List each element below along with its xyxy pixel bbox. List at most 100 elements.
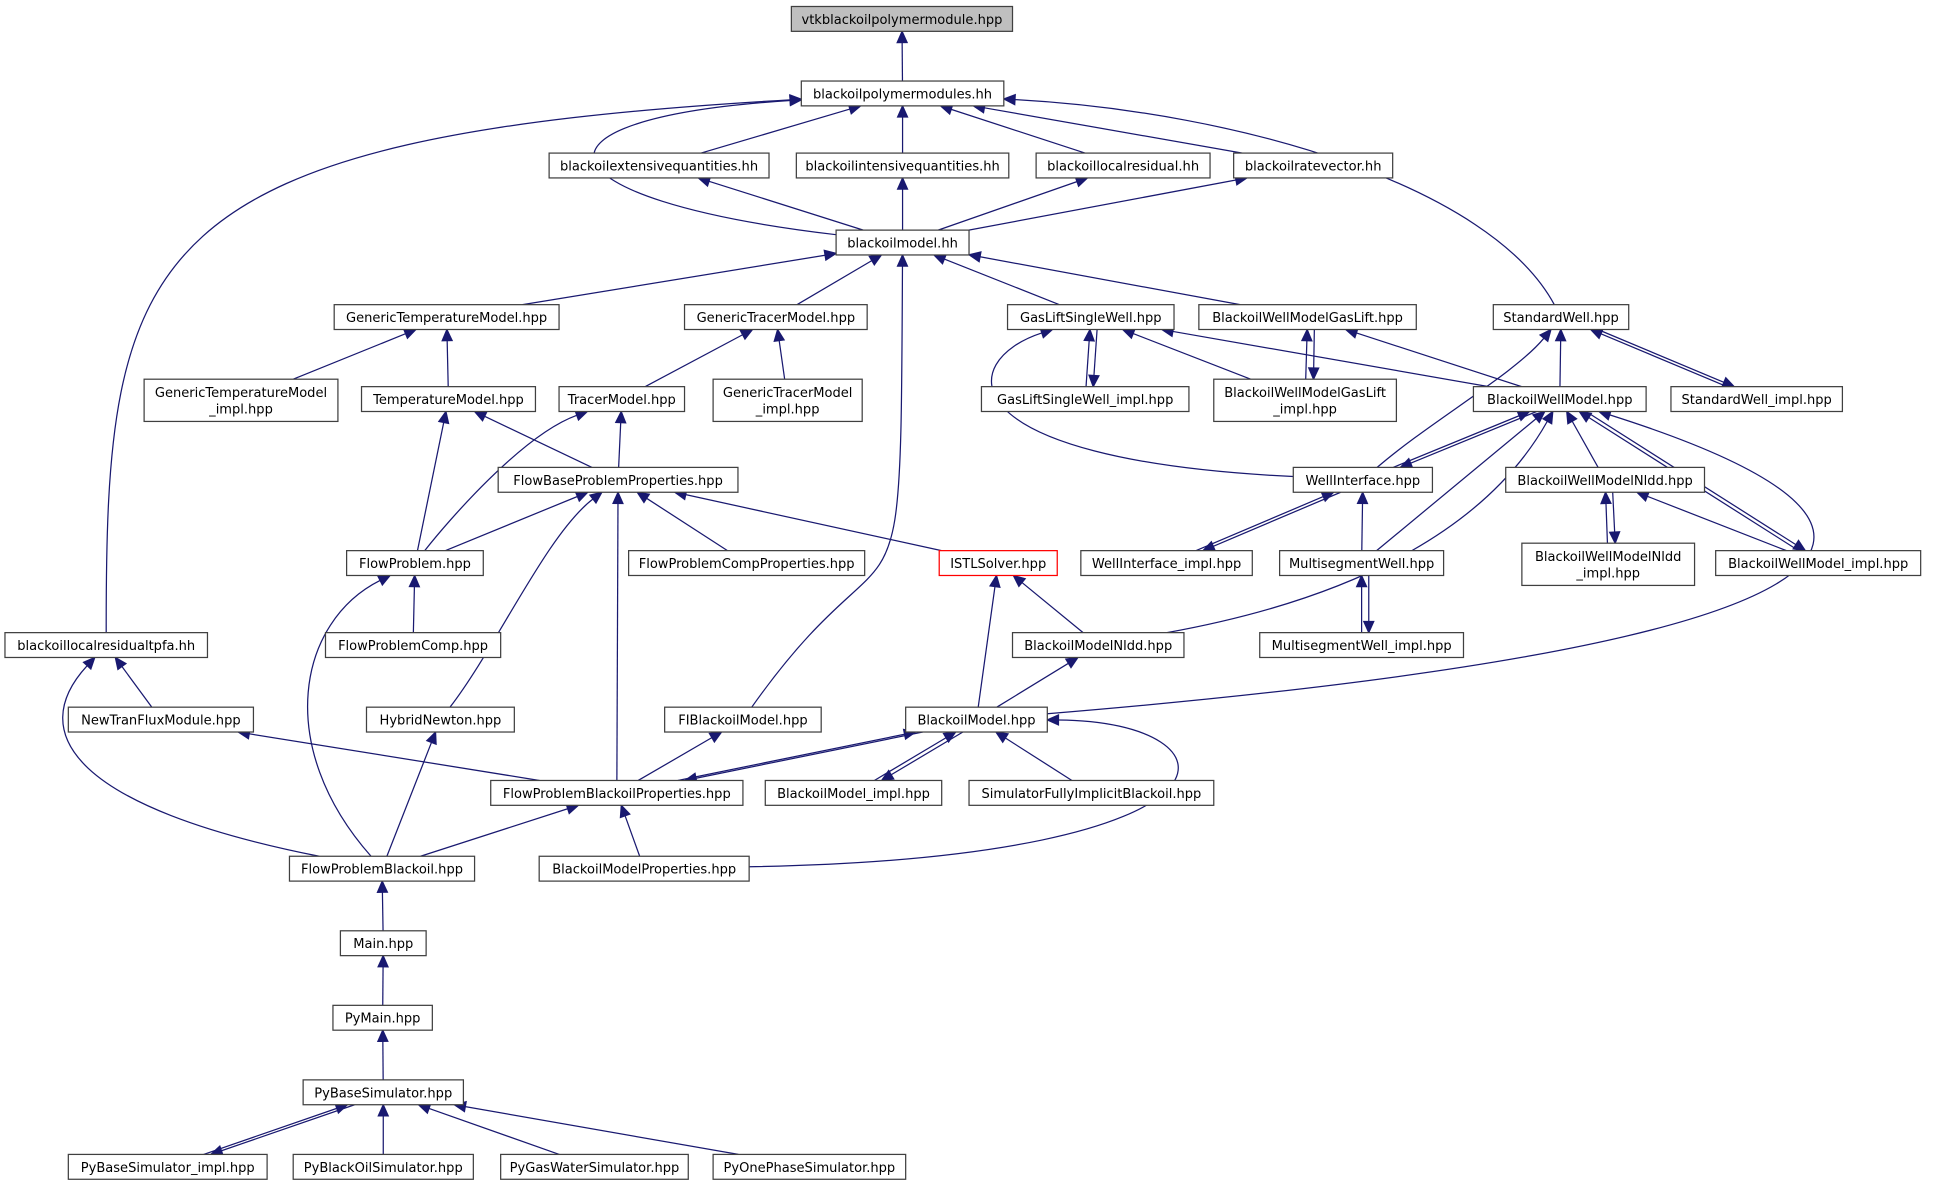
graph-node-fpbp[interactable]: FlowProblemBlackoilProperties.hpp — [490, 779, 744, 806]
node-box[interactable] — [835, 229, 970, 256]
graph-node-bwmi[interactable]: BlackoilWellModel_impl.hpp — [1715, 550, 1922, 577]
graph-node-ntf[interactable]: NewTranFluxModule.hpp — [67, 706, 255, 733]
node-box[interactable] — [1213, 378, 1398, 423]
graph-node-bpm[interactable]: blackoilpolymermodules.hh — [800, 80, 1005, 107]
node-box[interactable] — [332, 1004, 433, 1031]
graph-node-glsw[interactable]: GasLiftSingleWell.hpp — [1006, 304, 1175, 331]
graph-node-fp[interactable]: FlowProblem.hpp — [345, 550, 484, 577]
node-box[interactable] — [4, 632, 209, 659]
graph-node-bmi[interactable]: BlackoilModel_impl.hpp — [764, 779, 943, 806]
graph-node-pybsi[interactable]: PyBaseSimulator_impl.hpp — [67, 1153, 268, 1180]
node-box[interactable] — [800, 80, 1005, 107]
node-box[interactable] — [1259, 632, 1465, 659]
node-box[interactable] — [1006, 304, 1175, 331]
graph-node-fpb[interactable]: FlowProblemBlackoil.hpp — [288, 855, 476, 882]
graph-node-fibm[interactable]: FIBlackoilModel.hpp — [664, 706, 822, 733]
graph-node-glswi[interactable]: GasLiftSingleWell_impl.hpp — [980, 386, 1190, 413]
node-box[interactable] — [1035, 152, 1211, 179]
graph-node-fpcp[interactable]: FlowProblemCompProperties.hpp — [628, 550, 866, 577]
graph-node-mswi[interactable]: MultisegmentWell_impl.hpp — [1259, 632, 1465, 659]
graph-node-gtm[interactable]: GenericTemperatureModel.hpp — [333, 304, 560, 331]
graph-node-gtmi[interactable]: GenericTemperatureModel_impl.hpp — [143, 378, 339, 423]
graph-node-trm[interactable]: TracerModel.hpp — [558, 386, 686, 413]
node-box[interactable] — [683, 304, 868, 331]
graph-node-pygw[interactable]: PyGasWaterSimulator.hpp — [500, 1153, 689, 1180]
node-box[interactable] — [538, 855, 750, 882]
node-box[interactable] — [1292, 466, 1434, 493]
node-box[interactable] — [795, 152, 1010, 179]
node-box[interactable] — [628, 550, 866, 577]
graph-node-bwmgli[interactable]: BlackoilWellModelGasLift_impl.hpp — [1213, 378, 1398, 423]
node-box[interactable] — [938, 550, 1058, 577]
graph-node-gtr[interactable]: GenericTracerModel.hpp — [683, 304, 868, 331]
node-box[interactable] — [490, 779, 744, 806]
graph-node-fpc[interactable]: FlowProblemComp.hpp — [324, 632, 502, 659]
graph-node-blrt[interactable]: blackoillocalresidualtpfa.hh — [4, 632, 209, 659]
graph-node-pybo[interactable]: PyBlackOilSimulator.hpp — [292, 1153, 474, 1180]
graph-node-pyop[interactable]: PyOnePhaseSimulator.hpp — [712, 1153, 907, 1180]
node-label: BlackoilWellModelNldd.hpp — [1517, 474, 1692, 489]
graph-node-fbpp[interactable]: FlowBaseProblemProperties.hpp — [497, 466, 739, 493]
node-box[interactable] — [1492, 304, 1630, 331]
node-box[interactable] — [558, 386, 686, 413]
node-box[interactable] — [67, 706, 255, 733]
graph-node-main[interactable]: Main.hpp — [339, 930, 427, 957]
node-box[interactable] — [360, 386, 537, 413]
node-box[interactable] — [500, 1153, 689, 1180]
node-box[interactable] — [712, 378, 863, 423]
node-box[interactable] — [292, 1153, 474, 1180]
graph-node-msw[interactable]: MultisegmentWell.hpp — [1278, 550, 1445, 577]
node-box[interactable] — [345, 550, 484, 577]
node-box[interactable] — [1715, 550, 1922, 577]
graph-node-sw[interactable]: StandardWell.hpp — [1492, 304, 1630, 331]
node-box[interactable] — [288, 855, 476, 882]
graph-node-gtri[interactable]: GenericTracerModel_impl.hpp — [712, 378, 863, 423]
node-box[interactable] — [143, 378, 339, 423]
node-box[interactable] — [1233, 152, 1394, 179]
graph-node-bm[interactable]: blackoilmodel.hh — [835, 229, 970, 256]
node-box[interactable] — [333, 304, 560, 331]
graph-node-wii[interactable]: WellInterface_impl.hpp — [1080, 550, 1253, 577]
graph-node-bmn[interactable]: BlackoilModelNldd.hpp — [1011, 632, 1185, 659]
node-box[interactable] — [1505, 466, 1706, 493]
node-box[interactable] — [1670, 386, 1844, 413]
node-box[interactable] — [712, 1153, 907, 1180]
graph-node-pymain[interactable]: PyMain.hpp — [332, 1004, 433, 1031]
graph-node-istl[interactable]: ISTLSolver.hpp — [938, 550, 1058, 577]
node-label: WellInterface.hpp — [1306, 474, 1421, 489]
node-box[interactable] — [365, 706, 515, 733]
graph-node-bwmn[interactable]: BlackoilWellModelNldd.hpp — [1505, 466, 1706, 493]
graph-node-pybs[interactable]: PyBaseSimulator.hpp — [302, 1079, 465, 1106]
graph-node-blr[interactable]: blackoillocalresidual.hh — [1035, 152, 1211, 179]
graph-node-wi[interactable]: WellInterface.hpp — [1292, 466, 1434, 493]
graph-node-bwmgl[interactable]: BlackoilWellModelGasLift.hpp — [1198, 304, 1417, 331]
graph-node-swi[interactable]: StandardWell_impl.hpp — [1670, 386, 1844, 413]
node-box[interactable] — [764, 779, 943, 806]
graph-node-bext[interactable]: blackoilextensivequantities.hh — [548, 152, 770, 179]
graph-node-bmp[interactable]: BlackoilModelProperties.hpp — [538, 855, 750, 882]
node-box[interactable] — [664, 706, 822, 733]
node-box[interactable] — [1011, 632, 1185, 659]
graph-node-brv[interactable]: blackoilratevector.hh — [1233, 152, 1394, 179]
graph-node-tm[interactable]: TemperatureModel.hpp — [360, 386, 537, 413]
node-box[interactable] — [1521, 542, 1696, 587]
node-box[interactable] — [1472, 386, 1647, 413]
node-box[interactable] — [497, 466, 739, 493]
node-box[interactable] — [548, 152, 770, 179]
node-box[interactable] — [67, 1153, 268, 1180]
graph-node-bint[interactable]: blackoilintensivequantities.hh — [795, 152, 1010, 179]
graph-node-sfib[interactable]: SimulatorFullyImplicitBlackoil.hpp — [968, 779, 1215, 806]
graph-node-bmodel[interactable]: BlackoilModel.hpp — [905, 706, 1048, 733]
node-box[interactable] — [968, 779, 1215, 806]
node-box[interactable] — [324, 632, 502, 659]
node-box[interactable] — [302, 1079, 465, 1106]
node-box[interactable] — [1198, 304, 1417, 331]
node-box[interactable] — [980, 386, 1190, 413]
graph-node-bwmni[interactable]: BlackoilWellModelNldd_impl.hpp — [1521, 542, 1696, 587]
node-box[interactable] — [339, 930, 427, 957]
graph-node-hn[interactable]: HybridNewton.hpp — [365, 706, 515, 733]
node-box[interactable] — [905, 706, 1048, 733]
node-box[interactable] — [1080, 550, 1253, 577]
graph-node-bwm[interactable]: BlackoilWellModel.hpp — [1472, 386, 1647, 413]
node-box[interactable] — [1278, 550, 1445, 577]
